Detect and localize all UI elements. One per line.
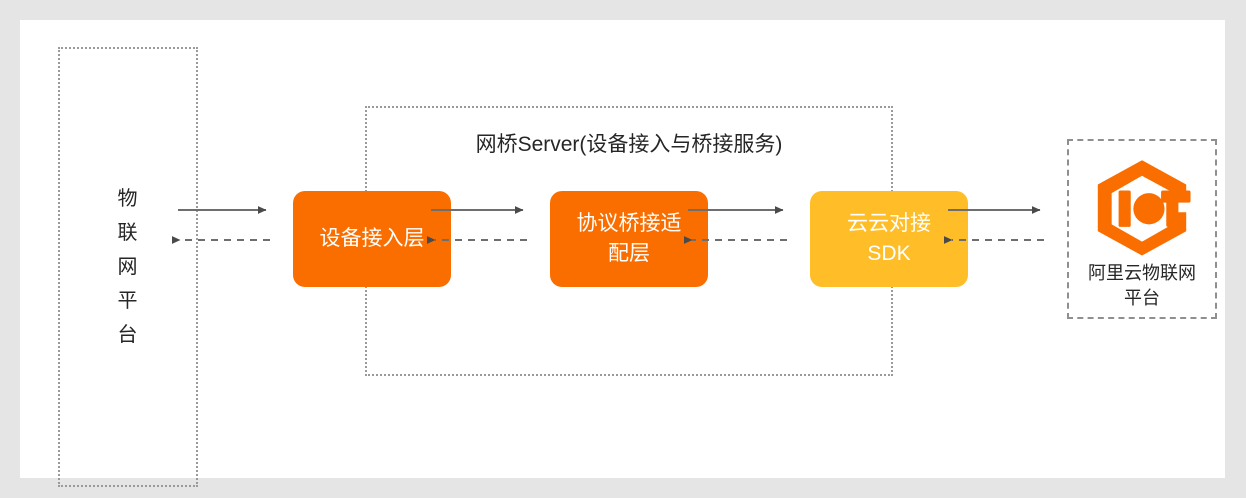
alicloud-iot-label: 阿里云物联网 平台 <box>1088 263 1196 308</box>
alicloud-iot-content: 阿里云物联网 平台 <box>1069 155 1215 311</box>
alicloud-iot-hexagon-logo <box>1097 160 1191 256</box>
zone-iot-platform: 物 联 网 平 台 <box>58 47 198 487</box>
diagram-sheet: 物 联 网 平 台 网桥Server(设备接入与桥接服务) <box>20 20 1225 487</box>
zone-alicloud-iot-platform: 阿里云物联网 平台 <box>1067 139 1217 319</box>
connector-layer <box>172 206 1044 244</box>
node-device-access[interactable]: 设备接入层 <box>293 191 451 287</box>
node-protocol-adapter[interactable]: 协议桥接适 配层 <box>550 191 708 287</box>
node-cloud-sdk[interactable]: 云云对接 SDK <box>810 191 968 287</box>
zone-bridge-server-title: 网桥Server(设备接入与桥接服务) <box>475 133 783 156</box>
zone-iot-platform-label: 物 联 网 平 台 <box>117 188 139 346</box>
